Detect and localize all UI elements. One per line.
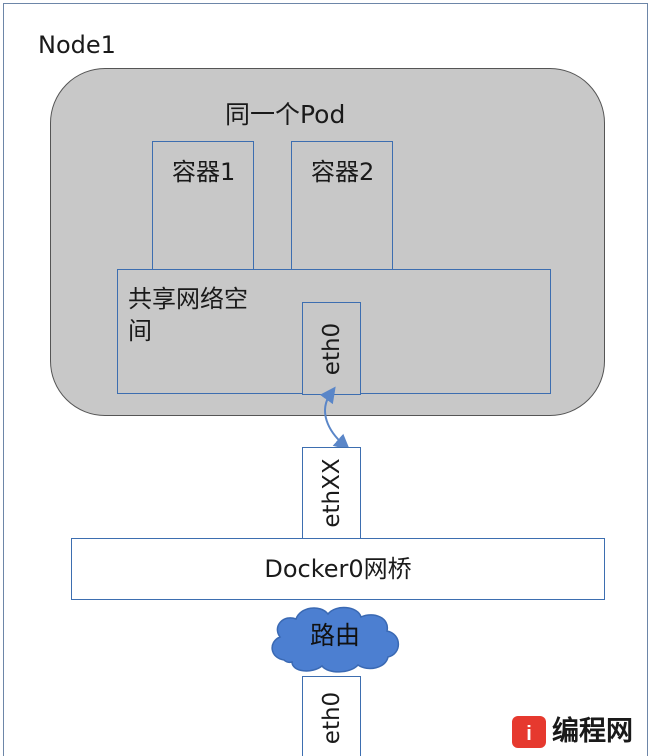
pod-label: 同一个Pod [225, 100, 346, 129]
router-label: 路由 [309, 621, 360, 650]
docker0-bridge-box [71, 538, 605, 600]
router-cloud [271, 606, 400, 673]
container-2-label: 容器2 [311, 158, 375, 186]
pod-eth0-label: eth0 [318, 322, 345, 375]
container-1-box [152, 141, 254, 273]
veth-link-arrow [319, 386, 351, 451]
shared-network-namespace-label: 共享网络空间 [128, 285, 248, 345]
watermark-logo-icon: i [512, 716, 546, 748]
host-eth0-interface: eth0 [302, 676, 361, 756]
watermark-text: 编程网 [552, 716, 633, 747]
docker0-bridge-label: Docker0网桥 [264, 555, 412, 583]
host-eth0-label: eth0 [318, 691, 345, 745]
container-1-label: 容器1 [172, 158, 236, 186]
container-2-box [291, 141, 393, 273]
watermark-logo: i 编程网 [500, 710, 648, 754]
veth-interface: ethXX [302, 447, 361, 539]
pod-eth0-interface: eth0 [302, 302, 361, 395]
node-label: Node1 [38, 31, 116, 59]
watermark-mark-text: i [526, 723, 532, 745]
veth-label: ethXX [318, 458, 345, 528]
